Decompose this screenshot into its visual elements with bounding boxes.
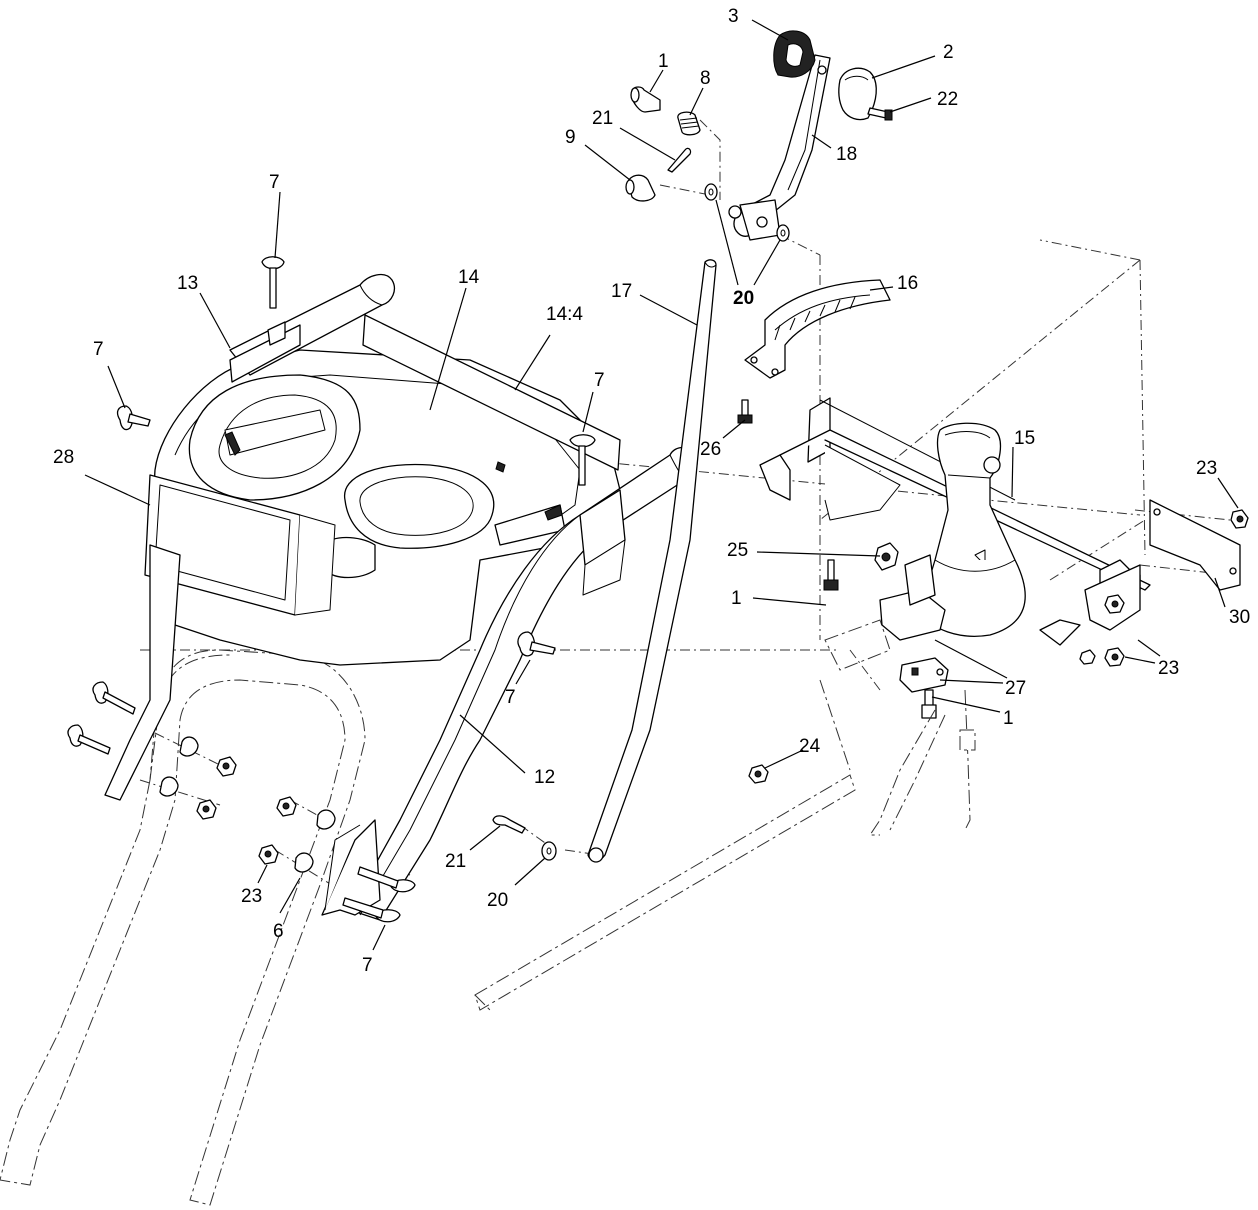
callout-7-top: 7 [269, 172, 280, 193]
callout-16: 16 [897, 273, 918, 294]
bolt-7-top [261, 256, 285, 309]
callout-20-top: 20 [733, 288, 754, 309]
index-bracket-16 [744, 279, 891, 379]
callout-23-right-top: 23 [1196, 458, 1217, 479]
bolt-1-lower [921, 689, 937, 719]
bolt-7-left [116, 405, 151, 431]
decal-14-4 [362, 314, 621, 471]
callout-8: 8 [700, 68, 711, 89]
bolt-7-bottom [342, 866, 416, 923]
lower-handle-left [104, 544, 181, 801]
callout-9: 9 [565, 127, 576, 148]
callout-24: 24 [799, 736, 821, 757]
handle-13 [229, 273, 396, 383]
callout-15: 15 [1014, 428, 1035, 449]
callout-12: 12 [534, 767, 555, 788]
callout-20-lower: 20 [487, 890, 508, 911]
callout-14-4: 14:4 [546, 304, 583, 325]
bolts-lower-left [67, 681, 136, 755]
nut-25 [874, 542, 899, 571]
handle-12 [321, 446, 698, 921]
callout-13: 13 [177, 273, 198, 294]
callout-6: 6 [273, 921, 284, 942]
callout-25: 25 [727, 540, 748, 561]
lower-handle-phantom [0, 649, 366, 1206]
callout-1-upper: 1 [731, 588, 742, 609]
shift-lever-18 [728, 54, 831, 241]
rod-17 [587, 259, 717, 863]
spring-8 [677, 111, 701, 136]
callout-17: 17 [611, 281, 632, 302]
callout-22: 22 [937, 89, 958, 110]
callout-labels: 3 2 22 1 8 21 9 18 20 16 26 7 13 7 7 14 … [53, 6, 1250, 976]
screw-22 [867, 107, 893, 121]
nuts-23-right [1079, 509, 1249, 667]
callout-7-center: 7 [594, 370, 605, 391]
bolt-1-upper [823, 559, 839, 591]
control-panel-28 [144, 349, 621, 666]
pivot-block-27 [899, 657, 949, 693]
washer-20-lower [541, 841, 557, 861]
leader-lines [84, 19, 1239, 951]
callout-7-lower-center: 7 [505, 687, 516, 708]
callout-1-lower: 1 [1003, 708, 1014, 729]
bushing-9 [625, 174, 656, 202]
knob-4 [773, 30, 816, 78]
nut-24 [748, 764, 769, 784]
callout-26: 26 [700, 439, 721, 460]
callout-7-left: 7 [93, 339, 104, 360]
callout-4: 3 [728, 6, 739, 27]
bolt-7-lower-center [517, 631, 556, 657]
callout-23-lower: 23 [241, 886, 262, 907]
shift-boot-housing [879, 422, 1026, 641]
callout-14: 14 [458, 267, 480, 288]
callout-3: 2 [943, 42, 954, 63]
callout-30: 30 [1229, 607, 1250, 628]
nuts-23-lower [196, 756, 297, 865]
clip-21-lower [492, 815, 526, 834]
callout-21-top: 21 [592, 108, 613, 129]
callout-7-bottom: 7 [362, 955, 373, 976]
washers-20-top [704, 183, 790, 242]
washers-6 [159, 736, 336, 873]
callout-2: 1 [658, 51, 669, 72]
callout-27: 27 [1005, 678, 1026, 699]
callout-18: 18 [836, 144, 857, 165]
bolt-26 [737, 399, 753, 424]
shift-rod-phantom [474, 619, 891, 1011]
pin-2 [630, 86, 661, 113]
bolt-7-center [569, 434, 596, 486]
clip-21-top [667, 147, 692, 173]
callout-23-right: 23 [1158, 658, 1179, 679]
cables-phantom [869, 689, 976, 836]
callout-21-lower: 21 [445, 851, 466, 872]
callout-28: 28 [53, 447, 74, 468]
